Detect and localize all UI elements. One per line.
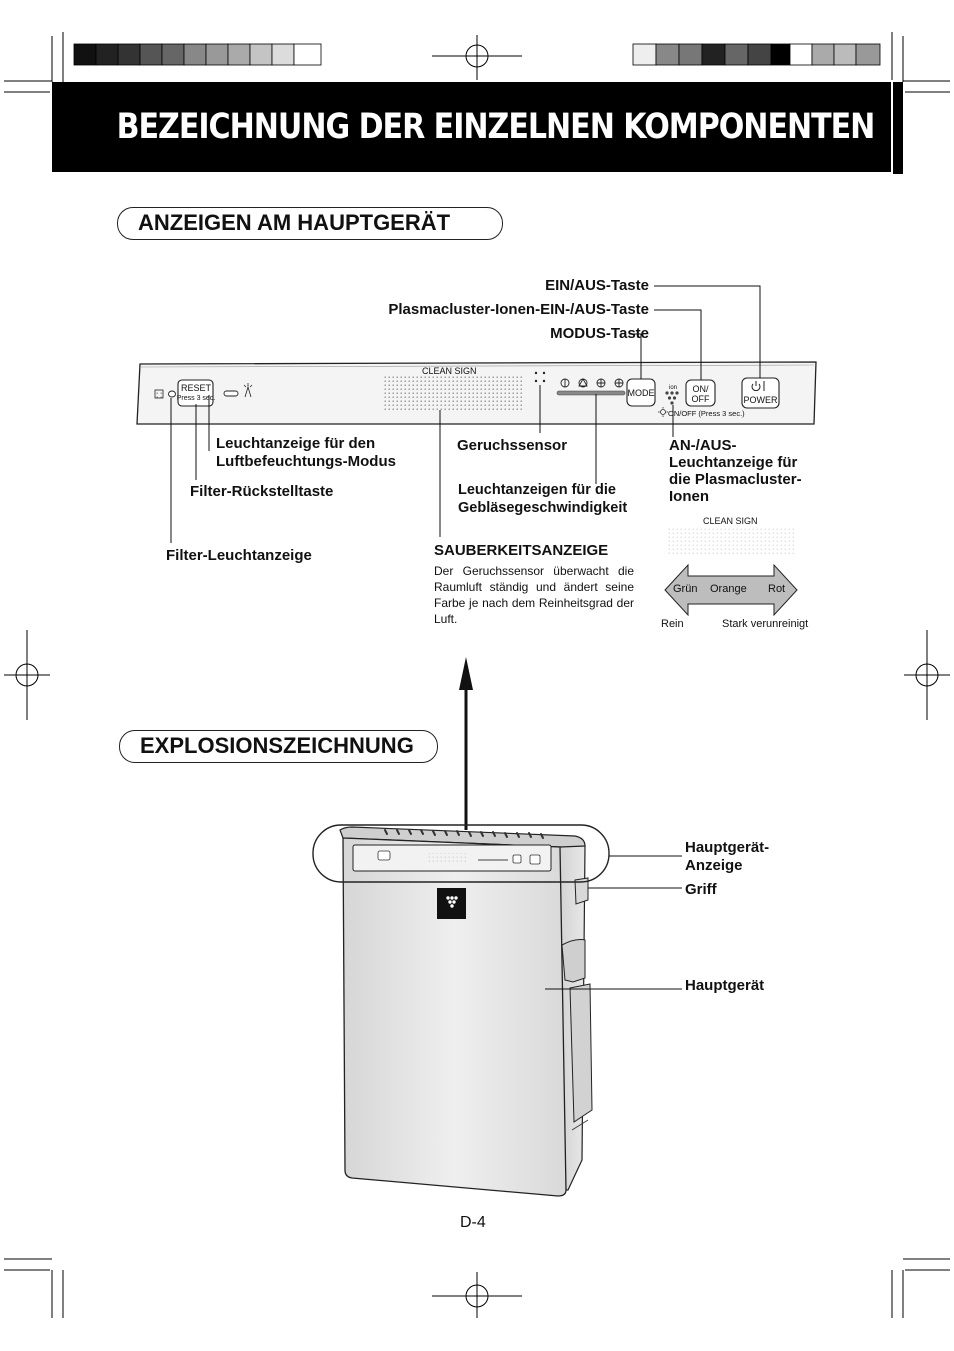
onoff-label-1: ON/ [692,384,709,394]
color-bar-left [73,43,322,66]
plasmacluster-icon [665,391,679,405]
section-title-exploded: EXPLOSIONSZEICHNUNG [119,730,438,763]
label-main-unit: Hauptgerät [685,977,765,994]
unit-leader-lines [545,855,682,990]
label-filter-reset: Filter-Rückstelltaste [190,483,334,500]
label-plasma-lamp-1: AN-/AUS- [669,437,737,454]
odor-sensor-dots [534,371,546,383]
humidify-icon [243,383,253,398]
mode-label: MODE [627,388,655,398]
legend-clean: Rein [661,618,684,630]
label-filter-lamp: Filter-Leuchtanzeige [166,547,312,564]
ion-label: ion [669,385,678,391]
onoff-label-2: OFF [691,394,710,404]
main-unit [339,826,593,1197]
leader-lines [170,285,761,543]
label-plasma-lamp-2: Leuchtanzeige für [669,454,798,471]
clean-sign-description: Der Geruchssensor überwacht die Raumluft… [434,564,634,626]
title-bar-shadow [893,82,903,174]
label-fan-lamps-1: Leuchtanzeigen für die [458,482,616,498]
top-vents [384,829,544,839]
label-power-button: EIN/AUS-Taste [545,277,649,294]
legend-arrow [664,563,798,617]
label-clean-sign-heading: SAUBERKEITSANZEIGE [434,542,609,559]
page-title: BEZEICHNUNG DER EINZELNEN KOMPONENTEN [116,107,876,147]
fan-speed-bar [556,390,626,396]
label-humid-lamp-2: Luftbefeuchtungs-Modus [216,453,396,470]
label-plasma-button: Plasmacluster-Ionen-EIN-/AUS-Taste [388,301,649,318]
reset-label: RESET [180,383,211,393]
label-plasma-lamp-4: Ionen [669,488,709,505]
power-symbol-icon [751,381,765,392]
registration-mark-icon [4,35,950,1318]
legend-orange: Orange [710,583,747,595]
crop-marks [4,32,950,1318]
title-bar [52,82,891,172]
display-highlight [312,824,610,883]
humid-lamp [223,390,239,397]
pointer-arrow [459,657,473,830]
page-number: D-4 [460,1214,486,1231]
clean-sign-window [382,376,524,410]
filter-icon [154,389,164,399]
section-title-display: ANZEIGEN AM HAUPTGERÄT [117,207,503,240]
legend-clean-sign-label: CLEAN SIGN [703,516,758,526]
legend-red: Rot [768,583,786,595]
fan-icon [560,378,624,388]
handle [574,877,589,905]
control-panel [136,361,817,425]
plasma-lamp-icon [658,407,668,417]
label-mode-button: MODUS-Taste [550,325,649,342]
color-bar-right [632,43,881,66]
reset-hint: Press 3 sec. [176,395,216,402]
label-humid-lamp-1: Leuchtanzeige für den [216,435,376,452]
filter-lamp [168,390,176,398]
legend-green: Grün [673,583,698,595]
power-label: POWER [743,395,778,405]
sharp-logo-icon [437,888,466,919]
label-fan-lamps-2: Gebläsegeschwindigkeit [458,500,628,516]
label-handle: Griff [685,881,717,898]
label-odor-sensor: Geruchssensor [457,437,568,454]
legend-clean-sign-window [667,526,794,556]
label-unit-display-2: Anzeige [685,857,743,874]
legend-dirty: Stark verunreinigt [722,618,809,630]
clean-sign-label: CLEAN SIGN [422,366,477,376]
onoff-hint: ON/OFF (Press 3 sec.) [668,409,745,418]
label-unit-display-1: Hauptgerät- [685,839,770,856]
label-plasma-lamp-3: die Plasmacluster- [669,471,802,488]
